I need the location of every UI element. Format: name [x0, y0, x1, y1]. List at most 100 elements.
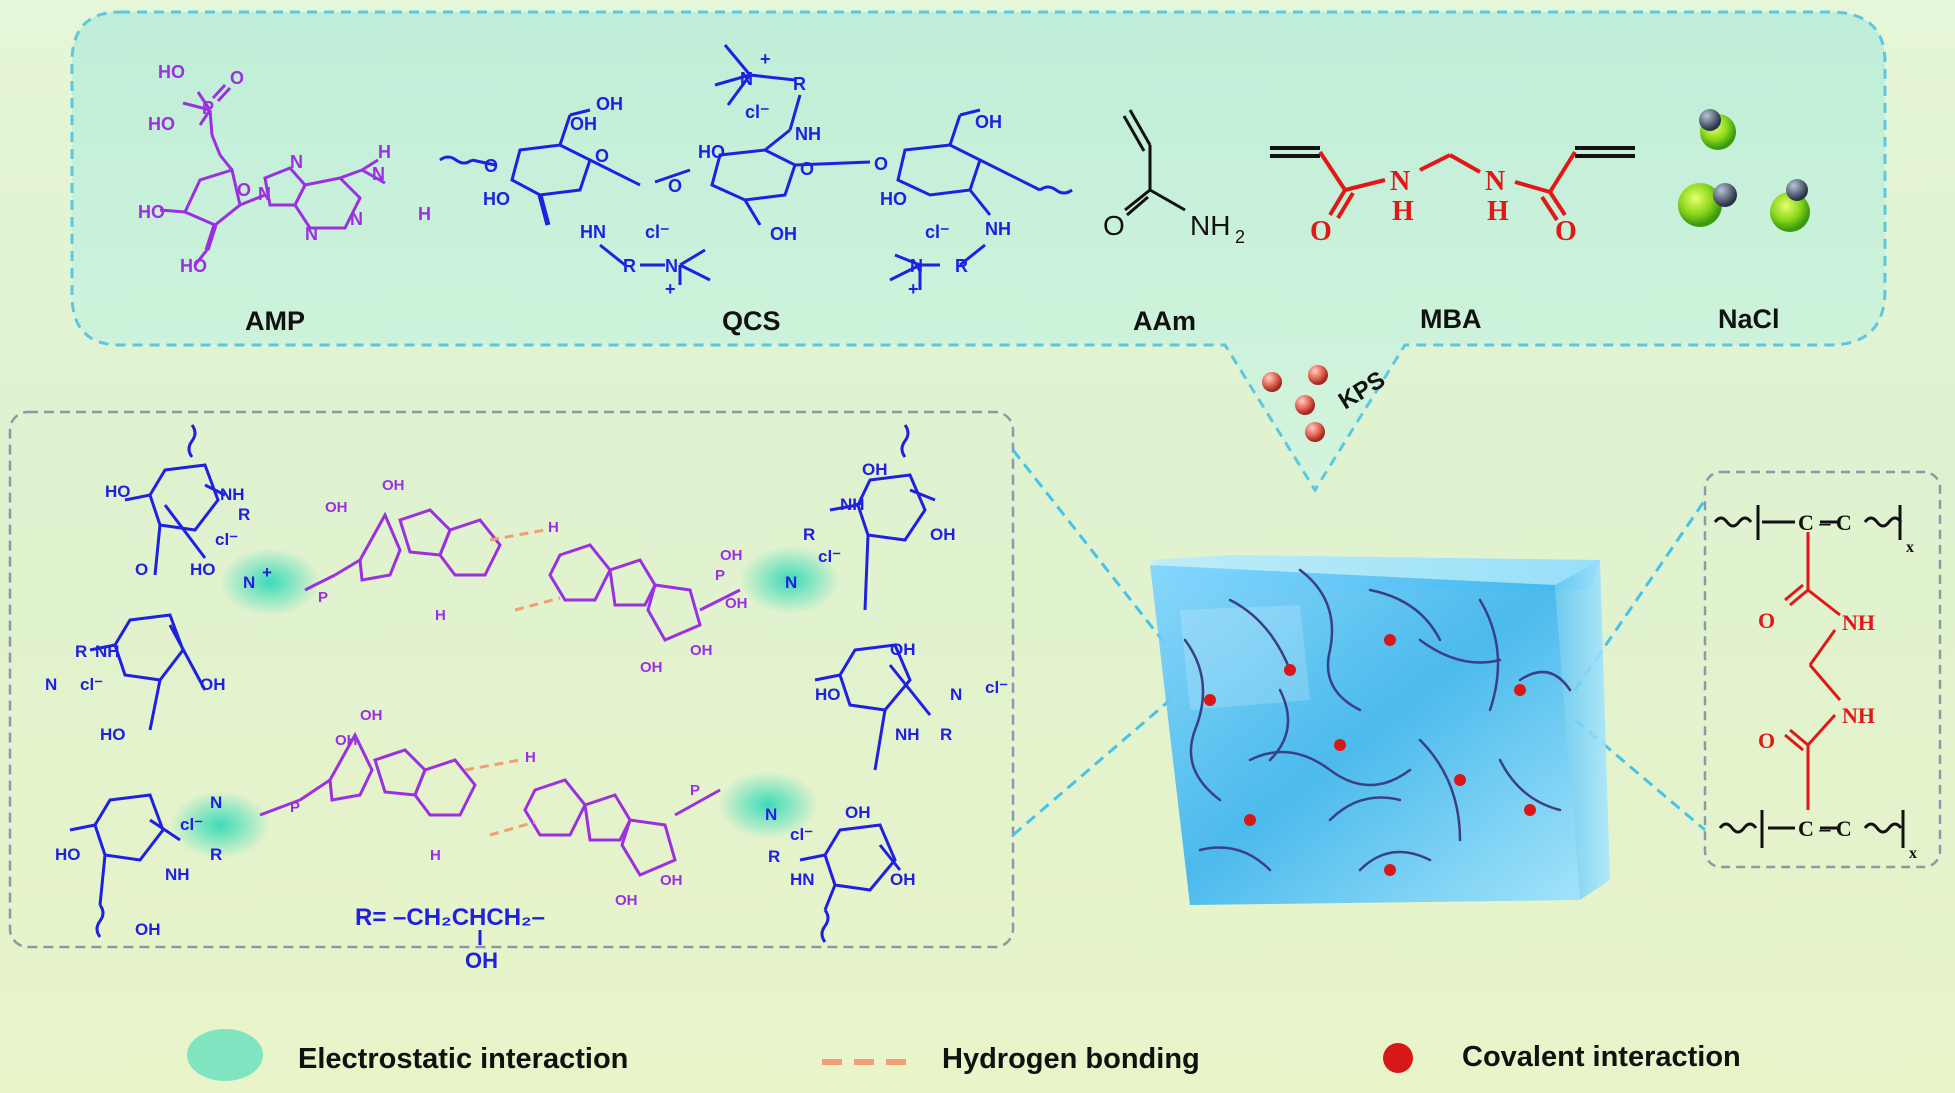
- crosslink-panel: [1703, 470, 1942, 869]
- amp-pair-lower: [259, 731, 721, 877]
- lbl-oh-5: OH: [890, 640, 916, 659]
- qcs-nh-right: NH: [985, 219, 1011, 239]
- lbl-amp-oh3: OH: [720, 547, 743, 564]
- qcs-structure: [439, 44, 1073, 290]
- lbl-oh-1: OH: [200, 675, 226, 694]
- amp-nh2-n: N: [372, 164, 385, 184]
- lbl-n-3: N: [210, 793, 222, 812]
- qcs-o4: O: [800, 159, 814, 179]
- qcs-oh2: OH: [770, 224, 797, 244]
- qcs-cl-right: cl⁻: [925, 222, 950, 242]
- amp-n4: N: [305, 224, 318, 244]
- lbl-oh-2: OH: [135, 920, 161, 939]
- mba-o1: O: [1310, 216, 1332, 247]
- cl-x-top: x: [1906, 539, 1914, 556]
- lbl-o-1: O: [135, 560, 148, 579]
- lbl-amp-oh10: OH: [660, 872, 683, 889]
- qcs-oh1: OH: [570, 114, 597, 134]
- aam-o: O: [1103, 210, 1125, 241]
- label-qcs: QCS: [722, 306, 781, 336]
- right-qcs-chain: [799, 424, 936, 943]
- network-atom-labels: HO NH R cl⁻ N + O HO R NH N cl⁻ OH HO cl…: [45, 460, 1008, 939]
- qcs-n-bottom: N: [665, 256, 678, 276]
- amp-ho2: HO: [148, 114, 175, 134]
- cl-nh1: NH: [1842, 610, 1875, 635]
- amp-ho1: HO: [158, 62, 185, 82]
- left-qcs-chain: [69, 424, 226, 938]
- amp-o-ring: O: [237, 180, 251, 200]
- lbl-amp-h3: H: [525, 749, 536, 766]
- lbl-amp-oh9: OH: [615, 892, 638, 909]
- lbl-ho-2: HO: [190, 560, 216, 579]
- qcs-n-right: N: [910, 256, 923, 276]
- lbl-amp-h2: H: [435, 607, 446, 624]
- label-nacl: NaCl: [1718, 304, 1780, 334]
- lbl-nh-5: NH: [895, 725, 920, 744]
- glow-3: [170, 791, 270, 859]
- lbl-ho-1: HO: [105, 482, 131, 501]
- qcs-o5: O: [874, 154, 888, 174]
- r-definition: R= –CH₂CHCH₂–: [355, 904, 545, 931]
- lbl-nh-4: NH: [840, 495, 865, 514]
- mba-n1: N: [1390, 166, 1410, 197]
- qcs-r-top: R: [793, 74, 806, 94]
- network-amp-labels: OH OH P H H P OH OH OH OH P OH OH H H P …: [290, 477, 748, 909]
- amp-ho3: HO: [138, 202, 165, 222]
- qcs-hn-bottom: HN: [580, 222, 606, 242]
- legend-hydrogen-label: Hydrogen bonding: [942, 1043, 1200, 1075]
- qcs-o1: O: [484, 156, 498, 176]
- lbl-nh-3: NH: [165, 865, 190, 884]
- lbl-r-2: R: [75, 642, 87, 661]
- amp-ho4: HO: [180, 256, 207, 276]
- qcs-o3: O: [668, 176, 682, 196]
- lbl-amp-oh1: OH: [325, 499, 348, 516]
- qcs-ho2: HO: [698, 142, 725, 162]
- legend-covalent-label: Covalent interaction: [1462, 1041, 1741, 1073]
- hydrogel-cube: [1150, 555, 1610, 905]
- lbl-r-1: R: [238, 505, 250, 524]
- label-amp: AMP: [245, 306, 305, 336]
- lbl-nh-2: NH: [95, 642, 120, 661]
- mba-h1: H: [1392, 196, 1414, 227]
- legend-electrostatic-label: Electrostatic interaction: [298, 1043, 628, 1075]
- lbl-amp-p2: P: [715, 567, 725, 584]
- qcs-r-bottom: R: [623, 256, 636, 276]
- lbl-cl-3: cl⁻: [180, 815, 203, 834]
- lbl-n-2: N: [45, 675, 57, 694]
- aam-atom-labels: O NH 2: [1103, 210, 1245, 247]
- nacl-ions: [1678, 109, 1810, 232]
- aam-structure: [1122, 109, 1186, 217]
- amp-h1: H: [378, 142, 391, 162]
- amp-pair-upper: [304, 508, 741, 642]
- cl-o1: O: [1758, 608, 1775, 633]
- crosslink-structure: [1713, 505, 1905, 848]
- mba-atom-labels: O N H N H O: [1310, 166, 1577, 247]
- mba-n2: N: [1485, 166, 1505, 197]
- qcs-o2: O: [595, 146, 609, 166]
- crosslink-labels: C – C x O NH NH O C – C x: [1758, 510, 1917, 862]
- legend-electrostatic-swatch: [187, 1029, 263, 1081]
- lbl-ho-5: HO: [815, 685, 841, 704]
- label-mba: MBA: [1420, 304, 1482, 334]
- amp-h2: H: [418, 204, 431, 224]
- amp-structure: [159, 83, 386, 266]
- hydrogen-bonds: [464, 528, 561, 837]
- cl-nh2: NH: [1842, 703, 1875, 728]
- mba-o2: O: [1555, 216, 1577, 247]
- lbl-n-6: N: [765, 805, 777, 824]
- lbl-cl-4: cl⁻: [818, 547, 841, 566]
- amp-n3: N: [350, 209, 363, 229]
- cl-x-bottom: x: [1909, 845, 1917, 862]
- legend: Electrostatic interaction Hydrogen bondi…: [187, 1029, 1741, 1081]
- qcs-atom-labels: N + R cl⁻ NH OH OH OH OH HO HO HO O O O …: [483, 49, 1011, 299]
- network-panel: [8, 410, 1015, 949]
- lbl-oh-4: OH: [930, 525, 956, 544]
- cl-top-chain: C – C: [1798, 510, 1852, 535]
- lbl-oh-7: OH: [890, 870, 916, 889]
- lbl-n-1: N: [243, 573, 255, 592]
- glow-2: [740, 546, 840, 614]
- lbl-amp-oh8: OH: [360, 707, 383, 724]
- qcs-cl-top: cl⁻: [745, 102, 770, 122]
- amp-n1: N: [258, 184, 271, 204]
